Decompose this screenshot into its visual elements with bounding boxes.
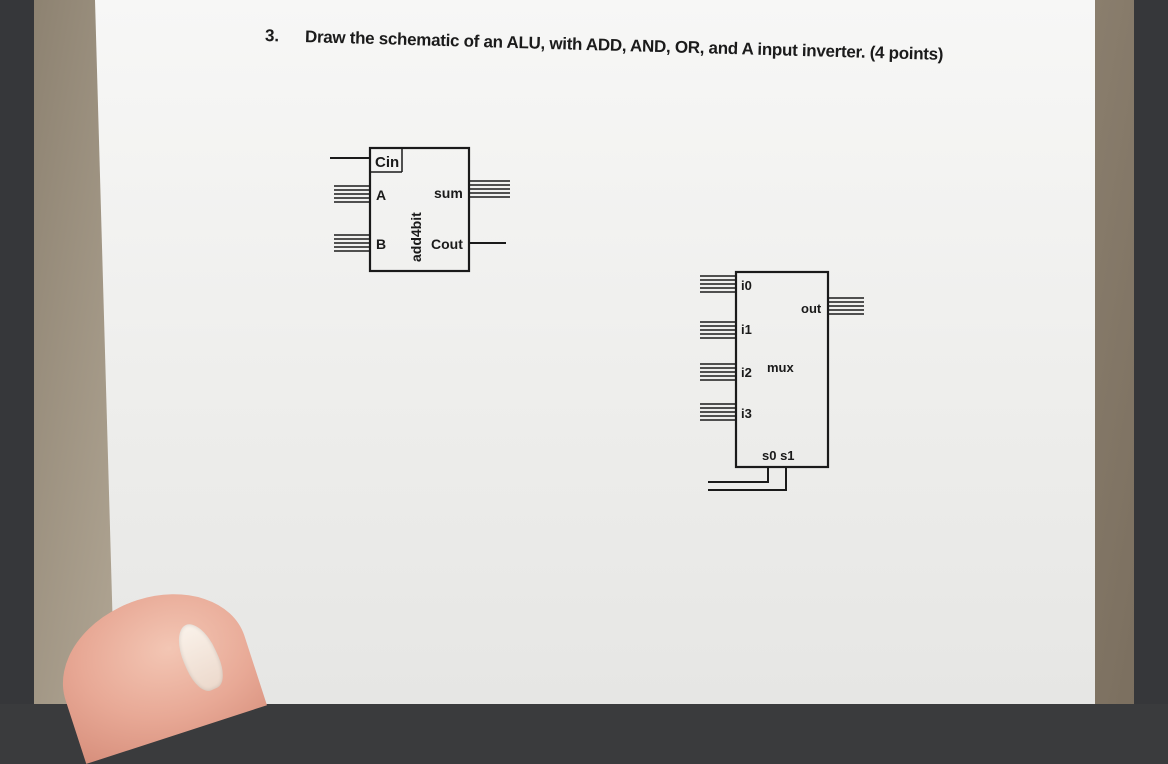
adder-b-label: B	[376, 236, 386, 252]
schematic-figure: Cin A B sum Cout add4bit	[330, 146, 864, 491]
mux-i1-label: i1	[741, 322, 752, 337]
adder-name-label: add4bit	[408, 212, 424, 262]
adder-cin-label: Cin	[375, 154, 399, 171]
a-bus	[334, 185, 370, 203]
b-bus	[334, 234, 370, 252]
adder-cout-label: Cout	[431, 236, 463, 252]
mux-out-bus	[828, 297, 864, 315]
right-border	[1134, 0, 1168, 704]
mux-out-label: out	[801, 301, 822, 316]
mux-block	[700, 270, 864, 491]
mux-i0-label: i0	[741, 278, 752, 293]
left-border	[0, 0, 34, 704]
mux-i2-bus	[700, 363, 736, 381]
mux-name-label: mux	[767, 360, 795, 375]
adder-box	[368, 146, 471, 273]
mux-i3-bus	[700, 403, 736, 421]
mux-s1-wire	[708, 467, 787, 491]
worksheet-paper	[95, 0, 1095, 704]
mux-i0-bus	[700, 275, 736, 293]
adder-a-label: A	[376, 187, 386, 203]
mux-s0-wire	[708, 467, 769, 483]
mux-i2-label: i2	[741, 365, 752, 380]
mux-i3-label: i3	[741, 406, 752, 421]
mux-i1-bus	[700, 321, 736, 339]
adder-block	[330, 146, 510, 273]
adder-sum-label: sum	[434, 185, 463, 201]
sum-bus	[469, 180, 510, 198]
mux-box	[734, 270, 830, 469]
mux-select-label: s0 s1	[762, 448, 795, 463]
